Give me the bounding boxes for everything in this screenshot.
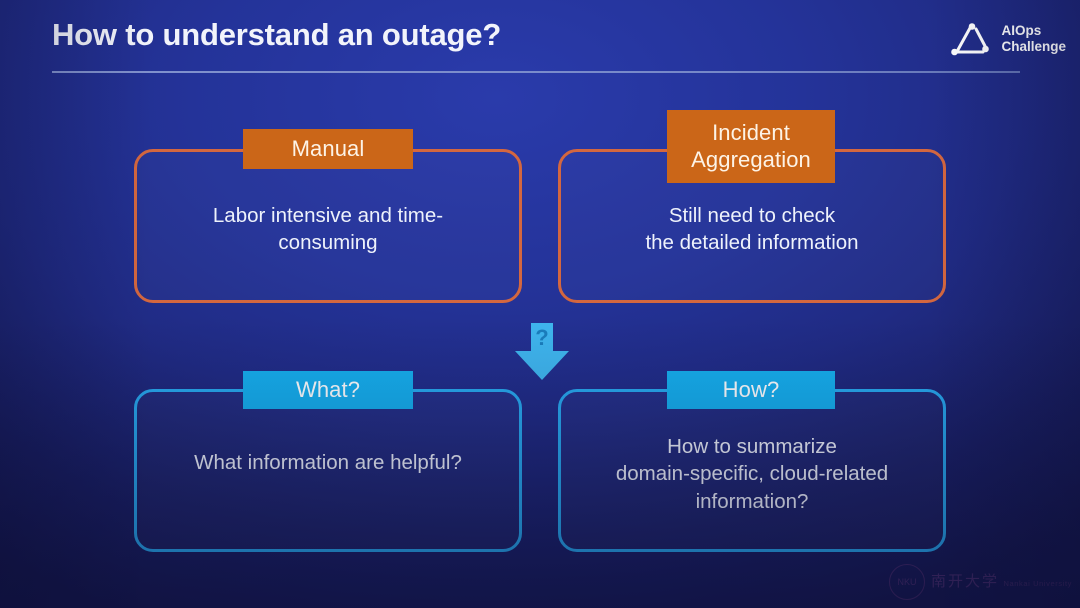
card-what-tab[interactable]: What? (243, 371, 413, 409)
university-seal-icon: NKU (888, 564, 925, 600)
card-how-tab[interactable]: How? (667, 371, 835, 409)
card-how[interactable]: How to summarize domain-specific, cloud-… (558, 389, 946, 552)
arrow-question-mark: ? (535, 325, 549, 350)
card-manual-tab[interactable]: Manual (243, 129, 413, 169)
aiops-challenge-logo: AIOps Challenge (950, 20, 1066, 58)
card-how-body: How to summarize domain-specific, cloud-… (615, 435, 889, 513)
logo-wordmark: AIOps Challenge (1001, 23, 1066, 55)
logo-line-2: Challenge (1001, 39, 1066, 54)
logo-line-1: AIOps (1001, 23, 1042, 39)
page-title: How to understand an outage? (52, 17, 502, 52)
university-name: 南开大学 Nankai University (930, 571, 1072, 591)
down-arrow-icon (515, 323, 569, 380)
card-incident-aggregation-tab[interactable]: Incident Aggregation (667, 110, 835, 183)
card-incident-aggregation-body: Still need to check the detailed informa… (645, 204, 859, 255)
nankai-university-watermark: NKU 南开大学 Nankai University (888, 564, 1072, 600)
university-name-en: Nankai University (1003, 578, 1072, 588)
card-what[interactable]: What information are helpful? (134, 389, 522, 552)
card-manual[interactable]: Labor intensive and time- consuming (134, 149, 522, 303)
aiops-triangle-mark-icon (950, 20, 992, 58)
question-arrow: ? (513, 323, 571, 381)
university-name-cn: 南开大学 (930, 571, 999, 590)
card-what-body: What information are helpful? (194, 451, 462, 474)
card-manual-body: Labor intensive and time- consuming (212, 204, 444, 255)
title-underline (52, 71, 1020, 73)
